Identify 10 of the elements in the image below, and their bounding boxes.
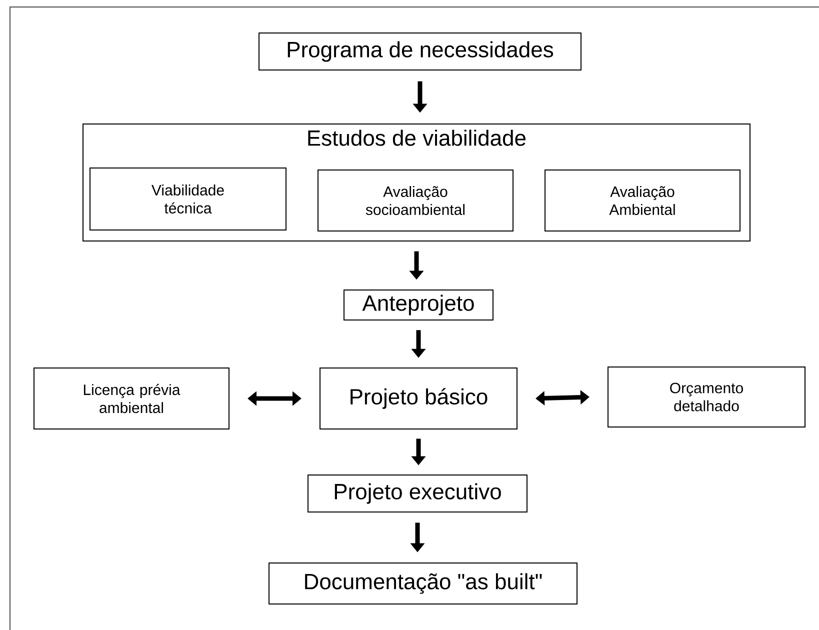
process-box: Licença prévia ambiental xyxy=(34,368,230,430)
process-box: Orçamento detalhado xyxy=(608,366,806,428)
process-box: Anteprojeto xyxy=(344,290,494,320)
process-box: Programa de necessidades xyxy=(258,32,582,70)
process-box: Documentação "as built" xyxy=(268,562,578,604)
process-box: Projeto executivo xyxy=(308,474,528,512)
sub-box: Avaliação Ambiental xyxy=(544,170,740,232)
sub-box: Avaliação socioambiental xyxy=(318,170,514,232)
sub-box: Viabilidade técnica xyxy=(90,168,286,230)
process-box: Projeto básico xyxy=(320,368,518,430)
